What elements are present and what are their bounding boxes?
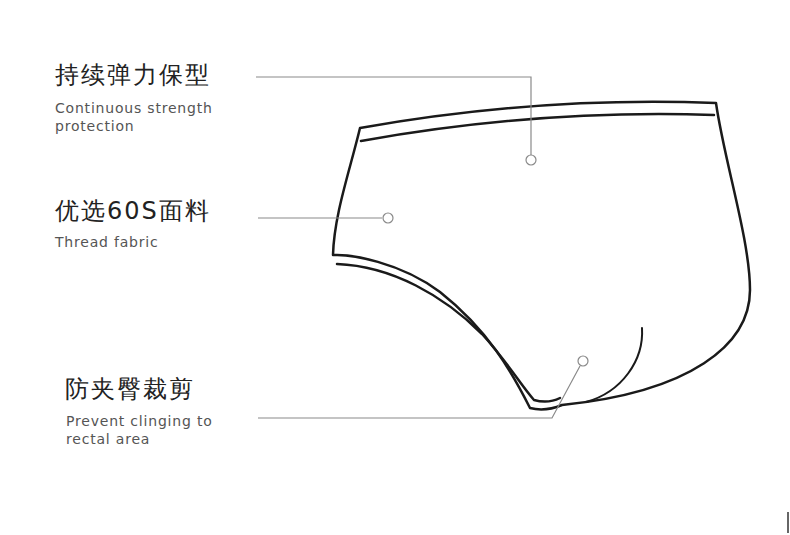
callout-subtitle: Prevent clinging to rectal area: [66, 412, 234, 448]
leader-dot: [578, 356, 588, 366]
callout-title: 防夹臀裁剪: [65, 375, 195, 404]
leg-elastic: [337, 264, 560, 402]
callout-subtitle: Thread fabric: [55, 233, 255, 251]
leader-dot: [383, 213, 393, 223]
leader-line: [258, 366, 580, 418]
leader-dot: [526, 155, 536, 165]
callout-subtitle: Continuous strength protection: [55, 99, 255, 135]
callout-title: 持续弹力保型: [55, 61, 211, 90]
leader-line: [256, 77, 531, 155]
waistband: [361, 114, 714, 141]
seat-crease: [586, 328, 642, 402]
edge-mark: [787, 512, 789, 533]
callout-title: 优选60S面料: [55, 197, 211, 226]
leader-line: [258, 217, 382, 218]
briefs-body: [333, 102, 750, 410]
